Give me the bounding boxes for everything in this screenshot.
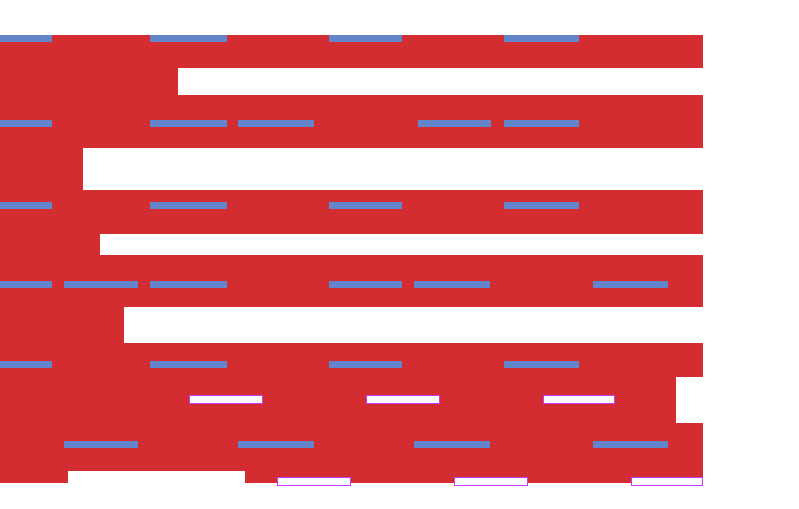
heading-row-5-segment-3: [329, 361, 402, 368]
heading-row-4-segment-3: [150, 281, 227, 288]
heading-row-4-segment-1: [0, 281, 52, 288]
body-block-3: [0, 95, 703, 148]
heading-row-1-segment-2: [150, 35, 227, 42]
link-row-1-segment-2[interactable]: [366, 395, 440, 404]
heading-row-4-segment-5: [414, 281, 490, 288]
heading-row-5-segment-4: [504, 361, 579, 368]
heading-row-3-segment-3: [329, 202, 402, 209]
link-row-1-segment-1[interactable]: [189, 395, 263, 404]
body-block-12: [0, 471, 68, 483]
heading-row-4-segment-4: [329, 281, 402, 288]
body-block-8: [0, 307, 124, 343]
heading-row-3-segment-2: [150, 202, 227, 209]
body-block-6: [0, 234, 100, 255]
heading-row-3-segment-4: [504, 202, 579, 209]
heading-row-3-segment-1: [0, 202, 52, 209]
heading-row-2-segment-4: [418, 120, 491, 127]
link-row-1-segment-3[interactable]: [543, 395, 615, 404]
heading-row-4-segment-2: [64, 281, 138, 288]
body-block-2: [0, 68, 178, 95]
heading-row-2-segment-5: [504, 120, 579, 127]
heading-row-1-segment-3: [329, 35, 402, 42]
heading-row-6-segment-2: [238, 441, 314, 448]
heading-row-1-segment-1: [0, 35, 52, 42]
body-block-5: [0, 190, 703, 234]
heading-row-6-segment-1: [64, 441, 138, 448]
link-row-2-segment-2[interactable]: [454, 477, 528, 486]
link-row-2-segment-1[interactable]: [277, 477, 351, 486]
redaction-status: All text content redacted: [0, 16, 1, 17]
body-block-4: [0, 148, 83, 190]
heading-row-5-segment-2: [150, 361, 227, 368]
heading-row-2-segment-3: [238, 120, 314, 127]
heading-row-5-segment-1: [0, 361, 52, 368]
page-title: Redacted Document: [0, 21, 1, 22]
link-row-2-segment-3[interactable]: [631, 477, 703, 486]
heading-row-4-segment-6: [593, 281, 668, 288]
body-block-9: [0, 343, 703, 377]
heading-row-2-segment-2: [150, 120, 227, 127]
heading-row-6-segment-4: [593, 441, 668, 448]
heading-row-2-segment-1: [0, 120, 52, 127]
heading-row-1-segment-4: [504, 35, 579, 42]
heading-row-6-segment-3: [414, 441, 490, 448]
